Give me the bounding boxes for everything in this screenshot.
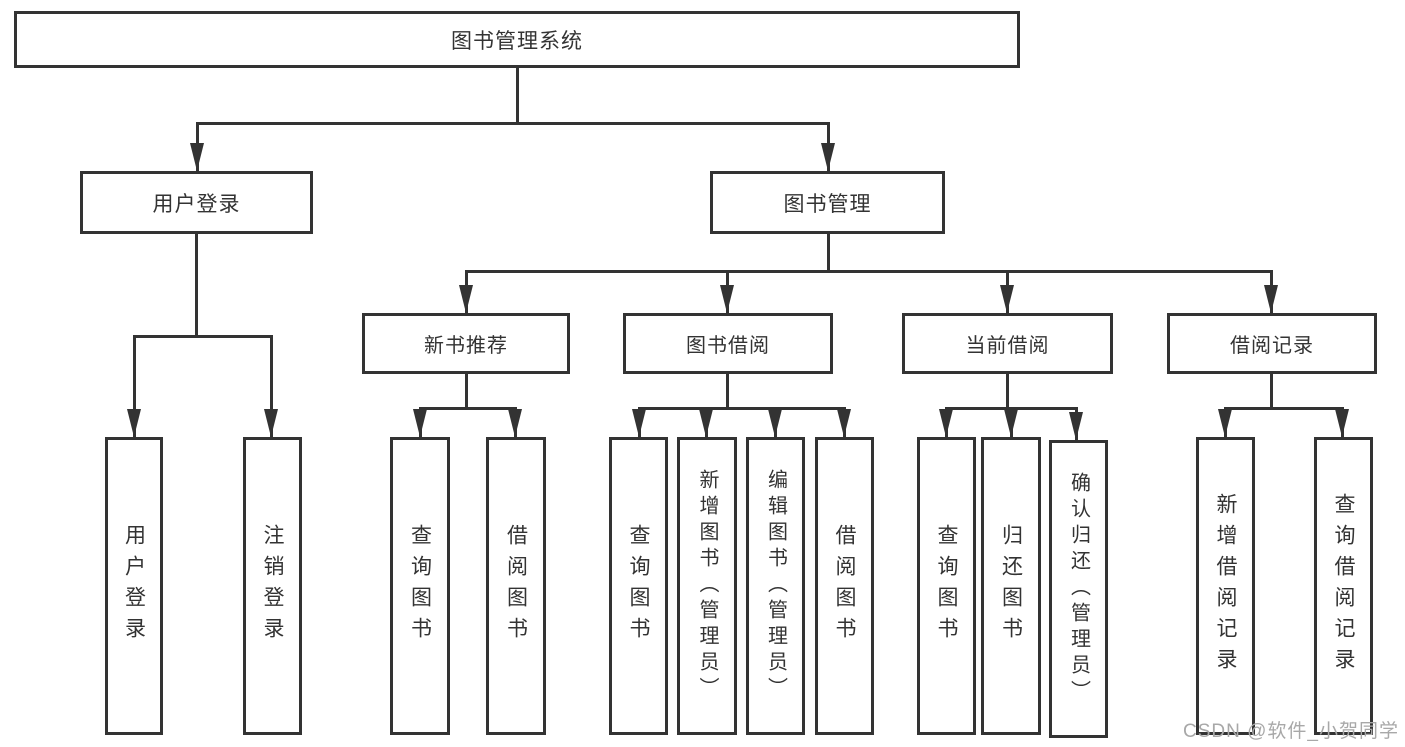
leaf-user-login: 用户登录 xyxy=(105,437,163,735)
node-book-borrow-label: 图书借阅 xyxy=(686,335,770,357)
connector-line xyxy=(827,234,830,270)
arrow-down-icon xyxy=(821,143,835,171)
arrow-down-icon xyxy=(1000,285,1014,313)
leaf-borrow-book-2-label: 借阅图书 xyxy=(833,524,856,648)
node-book-management: 图书管理 xyxy=(710,171,945,234)
leaf-add-borrow-record: 新增借阅记录 xyxy=(1196,437,1255,735)
node-book-borrow: 图书借阅 xyxy=(623,313,833,374)
arrow-down-icon xyxy=(127,409,141,437)
node-current-borrow-label: 当前借阅 xyxy=(965,335,1050,357)
arrow-down-icon xyxy=(459,285,473,313)
node-user-login: 用户登录 xyxy=(80,171,313,234)
connector-line xyxy=(638,407,846,410)
arrow-down-icon xyxy=(1335,409,1349,437)
arrow-down-icon xyxy=(1069,412,1083,440)
leaf-add-borrow-record-label: 新增借阅记录 xyxy=(1214,493,1237,679)
arrow-down-icon xyxy=(1004,409,1018,437)
leaf-logout-label: 注销登录 xyxy=(261,524,284,648)
leaf-borrow-book-2: 借阅图书 xyxy=(815,437,874,735)
leaf-return-book: 归还图书 xyxy=(981,437,1041,735)
leaf-logout: 注销登录 xyxy=(243,437,302,735)
leaf-add-book-admin-label: 新增图书（管理员） xyxy=(696,469,718,703)
node-current-borrow: 当前借阅 xyxy=(902,313,1113,374)
connector-line xyxy=(270,335,273,437)
leaf-query-borrow-record-label: 查询借阅记录 xyxy=(1332,493,1355,679)
arrow-down-icon xyxy=(720,285,734,313)
leaf-edit-book-admin-label: 编辑图书（管理员） xyxy=(764,469,787,703)
connector-line xyxy=(1006,374,1009,407)
leaf-query-book-1: 查询图书 xyxy=(390,437,450,735)
arrow-down-icon xyxy=(413,409,427,437)
arrow-down-icon xyxy=(1218,409,1232,437)
connector-line xyxy=(133,335,136,437)
arrow-down-icon xyxy=(837,409,851,437)
connector-line xyxy=(133,335,273,338)
node-root: 图书管理系统 xyxy=(14,11,1020,68)
leaf-borrow-book-1: 借阅图书 xyxy=(486,437,546,735)
leaf-query-book-3: 查询图书 xyxy=(917,437,976,735)
connector-line xyxy=(465,374,468,407)
leaf-query-book-1-label: 查询图书 xyxy=(408,524,432,648)
connector-line xyxy=(726,374,729,407)
node-user-login-label: 用户登录 xyxy=(152,192,241,216)
arrow-down-icon xyxy=(190,143,204,171)
leaf-query-book-3-label: 查询图书 xyxy=(935,524,958,648)
leaf-query-book-2: 查询图书 xyxy=(609,437,668,735)
leaf-edit-book-admin: 编辑图书（管理员） xyxy=(746,437,805,735)
leaf-query-borrow-record: 查询借阅记录 xyxy=(1314,437,1373,735)
leaf-query-book-2-label: 查询图书 xyxy=(627,524,650,648)
connector-line xyxy=(1270,374,1273,407)
connector-line xyxy=(196,122,830,125)
node-borrow-records-label: 借阅记录 xyxy=(1230,335,1314,357)
arrow-down-icon xyxy=(939,409,953,437)
arrow-down-icon xyxy=(1264,285,1278,313)
node-root-label: 图书管理系统 xyxy=(451,29,583,53)
arrow-down-icon xyxy=(768,409,782,437)
leaf-add-book-admin: 新增图书（管理员） xyxy=(677,437,737,735)
leaf-return-book-label: 归还图书 xyxy=(999,524,1023,648)
arrow-down-icon xyxy=(508,409,522,437)
leaf-borrow-book-1-label: 借阅图书 xyxy=(504,524,528,648)
csdn-watermark: CSDN @软件_小贺同学 xyxy=(1183,721,1399,742)
connector-line xyxy=(1224,407,1344,410)
arrow-down-icon xyxy=(264,409,278,437)
node-new-book-recommend-label: 新书推荐 xyxy=(424,335,508,357)
connector-line xyxy=(465,270,1272,273)
connector-line xyxy=(195,234,198,335)
node-book-management-label: 图书管理 xyxy=(783,192,872,216)
node-borrow-records: 借阅记录 xyxy=(1167,313,1377,374)
node-new-book-recommend: 新书推荐 xyxy=(362,313,570,374)
arrow-down-icon xyxy=(632,409,646,437)
leaf-user-login-label: 用户登录 xyxy=(122,524,146,648)
leaf-confirm-return-admin-label: 确认归还（管理员） xyxy=(1067,472,1090,706)
connector-line xyxy=(516,68,519,122)
arrow-down-icon xyxy=(699,409,713,437)
connector-line xyxy=(419,407,517,410)
leaf-confirm-return-admin: 确认归还（管理员） xyxy=(1049,440,1108,738)
